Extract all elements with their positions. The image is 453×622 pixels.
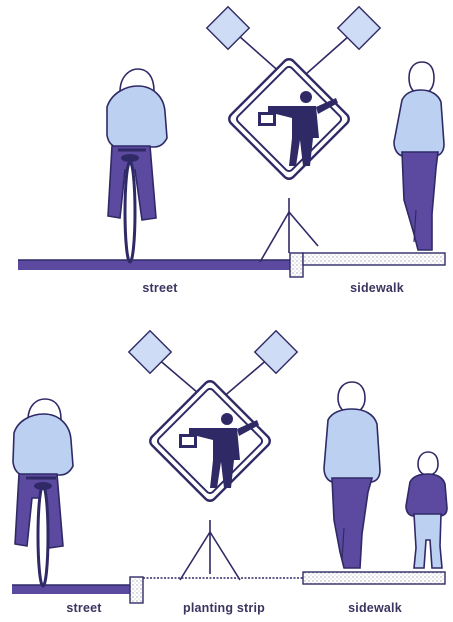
bottom-panel: street planting strip sidewalk [12,331,447,615]
cyclist-figure [13,399,73,586]
bottom-street-ground [12,585,130,594]
top-street-label: street [142,281,178,295]
top-street-ground [18,260,290,270]
bottom-sidewalk-label: sidewalk [348,601,402,615]
top-sidewalk-ground [303,253,445,265]
bottom-sidewalk-ground [303,572,445,584]
flagger-sign [129,331,297,580]
cyclist-figure [107,69,167,262]
planting-strip-label: planting strip [183,601,265,615]
flagger-sign [207,7,380,262]
pedestrian-figure [324,382,380,568]
top-sidewalk-label: sidewalk [350,281,404,295]
bottom-street-label: street [66,601,102,615]
child-figure [406,452,447,568]
pedestrian-figure [394,62,444,250]
bottom-curb [130,577,143,603]
top-curb [290,253,303,277]
top-panel: street sidewalk [18,7,445,295]
